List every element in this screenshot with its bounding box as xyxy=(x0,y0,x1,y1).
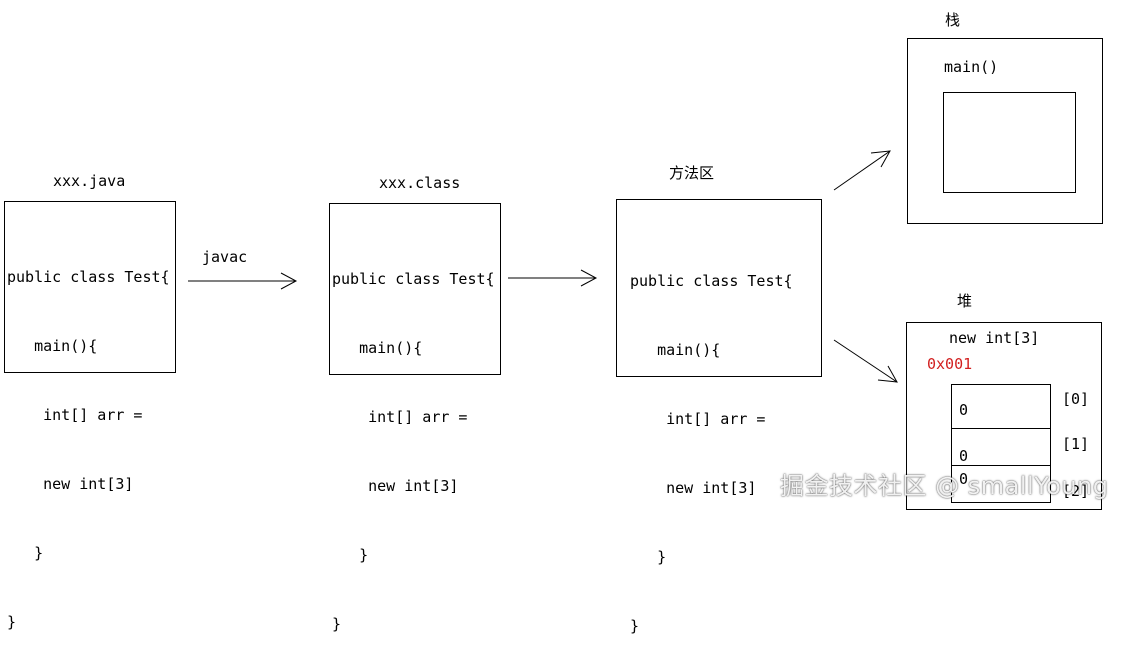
code-line: new int[3] xyxy=(332,477,459,495)
method-area-title: 方法区 xyxy=(669,164,715,182)
code-line: } xyxy=(7,613,17,631)
source-file-title: xxx.java xyxy=(53,172,126,190)
flow-arrows xyxy=(188,150,898,383)
array-cell-value: 0 xyxy=(959,470,969,488)
method-area-box xyxy=(616,199,822,377)
code-line: public class Test{ xyxy=(7,268,170,286)
code-line: int[] arr = xyxy=(630,410,766,428)
code-line: new int[3] xyxy=(630,479,757,497)
array-cell-value: 0 xyxy=(959,447,969,465)
code-line: main(){ xyxy=(332,339,423,357)
array-index-label: [2] xyxy=(1062,482,1090,500)
code-line: public class Test{ xyxy=(332,270,495,288)
code-line: new int[3] xyxy=(7,475,134,493)
code-line: main(){ xyxy=(630,341,721,359)
code-line: } xyxy=(630,617,640,635)
code-line: } xyxy=(332,615,342,633)
method-area-code: public class Test{ main(){ int[] arr = n… xyxy=(630,224,793,661)
array-index-label: [1] xyxy=(1062,435,1090,453)
heap-object-label: new int[3] xyxy=(949,329,1040,347)
heap-title: 堆 xyxy=(957,292,973,310)
stack-title: 栈 xyxy=(945,11,961,29)
to-heap-arrow xyxy=(833,339,898,383)
code-line: int[] arr = xyxy=(7,406,143,424)
code-line: main(){ xyxy=(7,337,98,355)
code-line: } xyxy=(630,548,667,566)
load-arrow xyxy=(508,269,598,287)
code-line: int[] arr = xyxy=(332,408,468,426)
source-code-box xyxy=(4,201,176,373)
bytecode-code: public class Test{ main(){ int[] arr = n… xyxy=(332,222,495,659)
watermark: 掘金技术社区 @ smallYoung xyxy=(780,472,1109,500)
code-line: public class Test{ xyxy=(630,272,793,290)
stack-frame-label: main() xyxy=(944,58,999,76)
javac-arrow xyxy=(188,272,298,290)
code-line: } xyxy=(7,544,44,562)
array-cell-2 xyxy=(951,465,1051,503)
source-code: public class Test{ main(){ int[] arr = n… xyxy=(7,220,170,657)
array-cell-value: 0 xyxy=(959,401,969,419)
stack-frame-box xyxy=(943,92,1076,193)
javac-label: javac xyxy=(202,248,248,266)
bytecode-file-title: xxx.class xyxy=(379,174,461,192)
to-stack-arrow xyxy=(833,150,891,191)
heap-object-address: 0x001 xyxy=(927,355,973,373)
bytecode-code-box xyxy=(329,203,501,375)
code-line: } xyxy=(332,546,369,564)
array-index-label: [0] xyxy=(1062,390,1090,408)
